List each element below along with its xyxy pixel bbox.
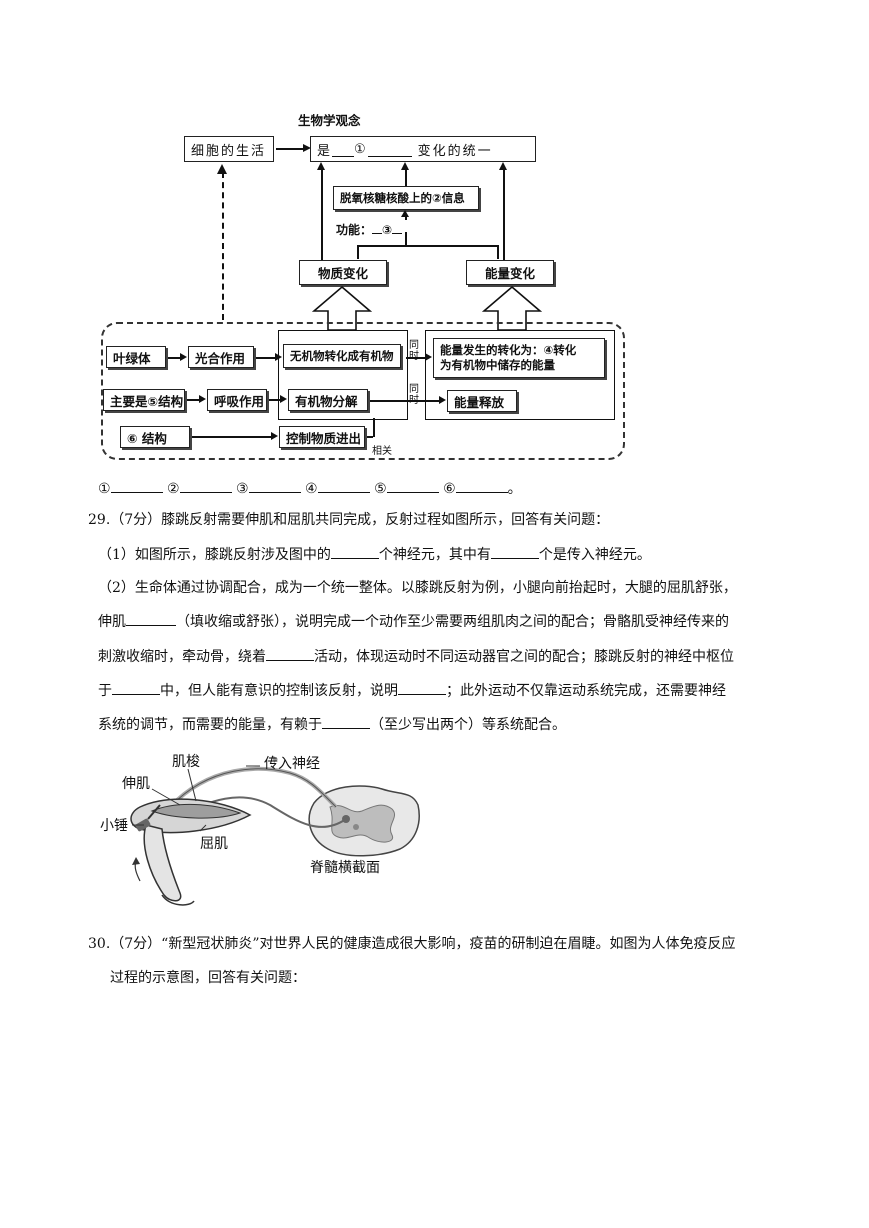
simultaneous-1: 同时 [409,340,419,362]
q29-blank-1[interactable] [330,544,379,559]
q29-part2-line4: 于中，但人能有意识的控制该反射，说明；此外运动不仅靠运动系统完成，还需要神经 [98,680,726,701]
energy-release-label: 能量释放 [454,394,505,410]
label-extensor: 伸肌 [122,776,150,792]
energy-conversion-box: 能量发生的转化为：④转化 为有机物中储存的能量 [433,338,605,378]
answer-blank-5[interactable] [386,478,439,493]
energy-change-label: 能量变化 [484,266,535,281]
function-num: ③ [382,223,393,237]
organic-decomposition-label: 有机物分解 [295,393,358,409]
matter-change-box: 物质变化 [299,260,387,285]
answer-blank-6[interactable] [455,478,508,493]
q29-part2-line5: 系统的调节，而需要的能量，有赖于（至少写出两个）等系统配合。 [98,714,566,735]
respiration-box: 呼吸作用 [207,389,267,411]
energy-change-box: 能量变化 [466,260,554,285]
diagram-title: 生物学观念 [298,113,361,128]
answer-blank-2[interactable] [179,478,232,493]
q29-blank-4[interactable] [266,646,314,661]
label-flexor: 屈肌 [200,836,228,852]
function-label: 功能：③ [336,219,403,238]
energy-release-box: 能量释放 [447,390,517,412]
knee-reflex-drawing [130,755,420,906]
cell-life-box: 细胞的生活 [184,136,274,162]
chloroplast-label: 叶绿体 [113,350,151,366]
control-material-label: 控制物质进出 [286,430,362,446]
label-spindle: 肌梭 [172,754,200,770]
dna-info-box: 脱氧核糖核酸上的②信息 [333,186,479,210]
q29-blank-5[interactable] [112,680,160,695]
respiration-label: 呼吸作用 [214,393,265,409]
organic-decomposition-box: 有机物分解 [288,389,368,411]
photosynthesis-box: 光合作用 [188,346,254,368]
q29-part2-line3: 刺激收缩时，牵动骨，绕着活动，体现运动时不同运动器官之间的配合；膝跳反射的神经中… [98,646,734,667]
mainly-structure-box: 主要是⑤结构 [103,389,185,411]
knee-reflex-figure: 肌梭 伸肌 传入神经 小锤 屈肌 脊髓横截面 [100,745,430,915]
energy-conversion-line1: 能量发生的转化为：④转化 [440,343,577,357]
dashed-container [101,322,625,460]
unity-prefix: 是 [317,143,333,159]
inorganic-organic-label: 无机物转化成有机物 [290,349,394,363]
cell-life-label: 细胞的生活 [191,143,267,159]
q28-answer-line: ① ② ③ ④ ⑤ ⑥。 [98,478,522,499]
answer-blank-4[interactable] [317,478,370,493]
q29-header: 29.（7分）膝跳反射需要伸肌和屈肌共同完成，反射过程如图所示，回答有关问题： [88,512,610,528]
matter-change-label: 物质变化 [317,266,368,281]
label-afferent-nerve: 传入神经 [264,756,320,772]
q29-blank-7[interactable] [322,714,370,729]
q30-line2: 过程的示意图，回答有关问题： [110,970,306,986]
label-spinal-cord: 脊髓横截面 [310,860,380,876]
photosynthesis-label: 光合作用 [195,350,246,366]
q29-part2-line1: （2）生命体通过协调配合，成为一个统一整体。以膝跳反射为例，小腿向前抬起时，大腿… [98,580,737,596]
inorganic-organic-box: 无机物转化成有机物 [283,344,401,368]
q29-part2-line2: 伸肌（填收缩或舒张），说明完成一个动作至少需要两组肌肉之间的配合；骨骼肌受神经传… [98,611,729,632]
q30-line1: 30.（7分）“新型冠状肺炎”对世界人民的健康造成很大影响，疫苗的研制迫在眉睫。… [88,936,736,952]
q29-blank-3[interactable] [126,611,176,626]
control-material-box: 控制物质进出 [279,426,365,448]
answer-blank-1[interactable] [110,478,163,493]
structure6-box: ⑥ 结构 [120,426,190,448]
unity-box: 是 ① 变化的统一 [310,136,536,162]
q29-part1: （1）如图所示，膝跳反射涉及图中的个神经元，其中有个是传入神经元。 [98,544,651,565]
chloroplast-box: 叶绿体 [106,346,166,368]
related-label: 相关 [372,446,392,457]
structure6-label: ⑥ 结构 [127,430,167,446]
mainly-structure-label: 主要是⑤结构 [110,393,184,409]
energy-conversion-line2: 为有机物中储存的能量 [440,358,555,372]
spinal-cord-section [308,785,420,857]
unity-suffix: 变化的统一 [417,143,493,159]
q29-blank-2[interactable] [490,544,539,559]
label-hammer: 小锤 [100,818,128,834]
simultaneous-2: 同时 [409,384,419,406]
q29-blank-6[interactable] [398,680,446,695]
answer-blank-3[interactable] [248,478,301,493]
unity-num: ① [354,141,368,157]
dna-info-label: 脱氧核糖核酸上的②信息 [340,191,465,205]
